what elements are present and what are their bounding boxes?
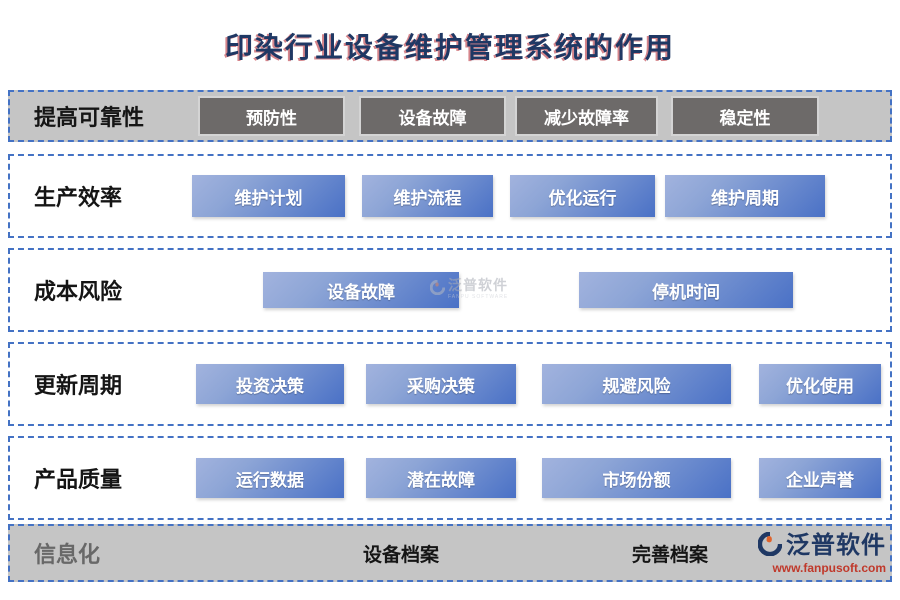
item-box: 设备故障 — [359, 96, 506, 136]
page-title: 印染行业设备维护管理系统的作用 — [224, 33, 675, 64]
item-box: 规避风险 — [542, 364, 731, 404]
item-box: 企业声誉 — [759, 458, 881, 498]
fanpu-logo-icon — [429, 279, 446, 300]
item-box: 维护计划 — [192, 175, 345, 217]
section-label: 更新周期 — [34, 373, 123, 398]
section-reliability: 提高可靠性 预防性 设备故障 减少故障率 稳定性 — [8, 90, 892, 142]
fanpu-logo-icon — [757, 531, 783, 560]
item-box: 运行数据 — [196, 458, 344, 498]
item-box: 维护周期 — [665, 175, 825, 217]
fanpu-brand: 泛普软件 www.fanpusoft.com — [757, 531, 886, 575]
info-item: 完善档案 — [632, 544, 709, 566]
section-informatization: 信息化 设备档案 完善档案 泛普软件 www.fanpusoft.com — [8, 524, 892, 582]
section-label: 提高可靠性 — [34, 105, 145, 130]
item-box: 市场份额 — [542, 458, 731, 498]
item-box: 潜在故障 — [366, 458, 516, 498]
item-box: 预防性 — [198, 96, 345, 136]
section-label: 产品质量 — [34, 467, 123, 492]
section-items: 预防性 设备故障 减少故障率 稳定性 — [186, 96, 890, 136]
item-box: 采购决策 — [366, 364, 516, 404]
section-label: 信息化 — [34, 542, 101, 567]
section-cost-risk: 成本风险 设备故障 停机时间 泛普软件 FANPU SOFTWARE — [8, 248, 892, 332]
section-items: 投资决策 采购决策 规避风险 优化使用 — [186, 364, 890, 404]
item-box: 维护流程 — [362, 175, 493, 217]
info-item: 设备档案 — [363, 544, 440, 566]
item-box: 设备故障 — [263, 272, 459, 308]
section-renewal-cycle: 更新周期 投资决策 采购决策 规避风险 优化使用 — [8, 342, 892, 426]
section-items: 设备故障 停机时间 — [186, 272, 890, 308]
section-items: 运行数据 潜在故障 市场份额 企业声誉 — [186, 458, 890, 498]
fanpu-watermark: 泛普软件 FANPU SOFTWARE — [429, 279, 509, 300]
diagram-rows: 提高可靠性 预防性 设备故障 减少故障率 稳定性 生产效率 维护计划 维护流程 … — [8, 90, 892, 582]
section-efficiency: 生产效率 维护计划 维护流程 优化运行 维护周期 — [8, 154, 892, 238]
watermark-text: 泛普软件 — [448, 279, 508, 294]
watermark-subtext: FANPU SOFTWARE — [448, 294, 509, 300]
item-box: 投资决策 — [196, 364, 344, 404]
section-product-quality: 产品质量 运行数据 潜在故障 市场份额 企业声誉 — [8, 436, 892, 520]
brand-url: www.fanpusoft.com — [772, 561, 886, 575]
section-items: 维护计划 维护流程 优化运行 维护周期 — [186, 175, 890, 217]
brand-name: 泛普软件 — [786, 533, 886, 559]
item-box: 停机时间 — [579, 272, 793, 308]
item-box: 减少故障率 — [515, 96, 658, 136]
section-label: 生产效率 — [34, 185, 123, 210]
item-box: 优化运行 — [510, 175, 655, 217]
section-label: 成本风险 — [34, 279, 123, 304]
item-box: 稳定性 — [671, 96, 819, 136]
item-box: 优化使用 — [759, 364, 881, 404]
